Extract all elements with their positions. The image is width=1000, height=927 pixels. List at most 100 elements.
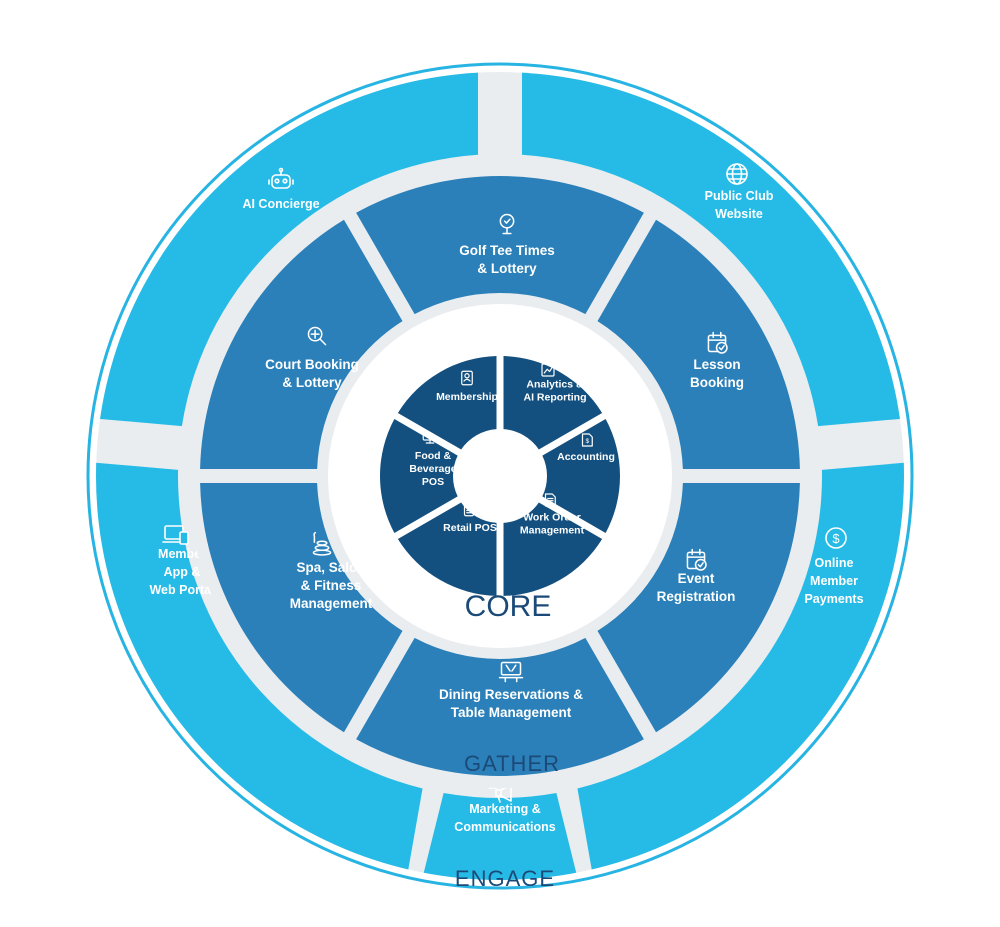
- segment-label-line: Event: [678, 571, 715, 586]
- segment-label-line: App &: [164, 565, 201, 579]
- segment-label-line: Payments: [804, 592, 863, 606]
- core-segment-shape[interactable]: [397, 502, 497, 596]
- segment-label-line: Public Club: [705, 189, 774, 203]
- gather-segment-court[interactable]: Court Booking & Lottery: [200, 219, 403, 469]
- segment-label-line: Court Booking: [265, 357, 359, 372]
- segment-label-line: Accounting: [557, 451, 615, 463]
- golf-ball-icon: [499, 213, 515, 235]
- gather-segment-golf[interactable]: Golf Tee Times & Lottery: [356, 175, 644, 315]
- segment-label-line: Management: [520, 525, 585, 537]
- gather-segment-shape[interactable]: [200, 483, 403, 733]
- core-segment-analytics[interactable]: Analytics &AI Reporting: [503, 356, 603, 450]
- core-segment-membership[interactable]: Membership: [397, 356, 498, 450]
- segment-label-line: & Lottery: [282, 375, 342, 390]
- calendar-check-icon: [686, 548, 707, 571]
- core-segment-shape[interactable]: [380, 419, 458, 533]
- segment-label: Membership: [436, 391, 498, 403]
- globe-icon: [726, 163, 748, 185]
- dollar-circle-icon: $: [825, 527, 847, 549]
- engage-segment-shape[interactable]: [80, 461, 423, 885]
- core-segment-shape[interactable]: [542, 419, 620, 533]
- segment-label-line: AI Reporting: [524, 392, 587, 404]
- engage-segment-marketing[interactable]: Marketing &Communications: [419, 782, 581, 896]
- segment-label-line: Membership: [436, 391, 498, 403]
- segment-label: Dining Reservations & Table Management: [439, 687, 583, 720]
- gather-segment-shape[interactable]: [200, 219, 403, 469]
- segment-label-line: Online: [815, 556, 854, 570]
- spa-stones-icon: [312, 531, 332, 556]
- member-card-icon: [461, 370, 473, 386]
- engage-segment-shape[interactable]: [84, 57, 479, 427]
- segment-label: Court Booking & Lottery: [265, 357, 359, 390]
- engage-segment-shape[interactable]: [419, 793, 581, 896]
- segment-label-line: Lesson: [693, 357, 740, 372]
- chart-icon: [541, 363, 555, 377]
- engage-segment-ai-concierge[interactable]: AI Concierge: [84, 57, 479, 427]
- segment-label-line: & Lottery: [477, 261, 537, 276]
- segment-label: Marketing &Communications: [454, 802, 555, 834]
- segment-label-line: Golf Tee Times: [459, 243, 555, 258]
- robot-icon: [268, 167, 294, 189]
- calendar-check-icon: [707, 331, 728, 354]
- segment-label-line: Work Order: [523, 512, 581, 524]
- gather-segment-shape[interactable]: [356, 637, 644, 777]
- segment-label-line: Member: [810, 574, 858, 588]
- dining-table-icon: [498, 661, 524, 683]
- engage-title: ENGAGE: [455, 866, 555, 891]
- segment-label: Golf Tee Times & Lottery: [459, 243, 555, 276]
- core-segment-shape[interactable]: [503, 502, 603, 596]
- gather-title: GATHER: [464, 751, 560, 776]
- gather-segment-shape[interactable]: [597, 483, 800, 733]
- racket-icon: [307, 326, 327, 346]
- segment-label-line: Website: [715, 207, 763, 221]
- devices-icon: [162, 525, 189, 545]
- document-icon: [544, 493, 556, 507]
- segment-label-line: Table Management: [451, 705, 572, 720]
- segment-label-line: AI Concierge: [242, 197, 319, 211]
- segment-label-line: Management: [290, 596, 373, 611]
- segment-label-line: Retail POS: [443, 522, 497, 534]
- core-title: CORE: [465, 590, 552, 623]
- segment-label-line: Food &: [415, 450, 452, 462]
- gather-segment-shape[interactable]: [356, 175, 644, 315]
- segment-label-line: Communications: [454, 820, 555, 834]
- engage-segment-shape[interactable]: [521, 57, 916, 427]
- segment-label: Accounting: [557, 451, 615, 463]
- svg-text:$: $: [832, 531, 840, 546]
- segment-label: Retail POS: [443, 522, 497, 534]
- segment-label-line: Dining Reservations &: [439, 687, 583, 702]
- segment-label: AI Concierge: [242, 197, 319, 211]
- gather-segment-dining[interactable]: Dining Reservations & Table Management: [356, 637, 644, 777]
- segment-label-line: Registration: [657, 589, 736, 604]
- dollar-document-icon: $: [581, 433, 593, 447]
- segment-label-line: Beverage: [409, 463, 456, 475]
- core-segment-accounting[interactable]: $ Accounting: [542, 419, 620, 533]
- gather-segment-shape[interactable]: [597, 219, 800, 469]
- engage-segment-shape[interactable]: [577, 461, 920, 885]
- segment-label-line: Member: [158, 547, 206, 561]
- core-hub: [456, 432, 544, 520]
- core-segment-shape[interactable]: [503, 356, 603, 450]
- svg-text:$: $: [585, 438, 589, 445]
- segment-label-line: Web Portal: [149, 583, 214, 597]
- segment-label-line: Analytics &: [526, 379, 584, 391]
- core-segment-retail-pos[interactable]: Retail POS: [397, 501, 497, 596]
